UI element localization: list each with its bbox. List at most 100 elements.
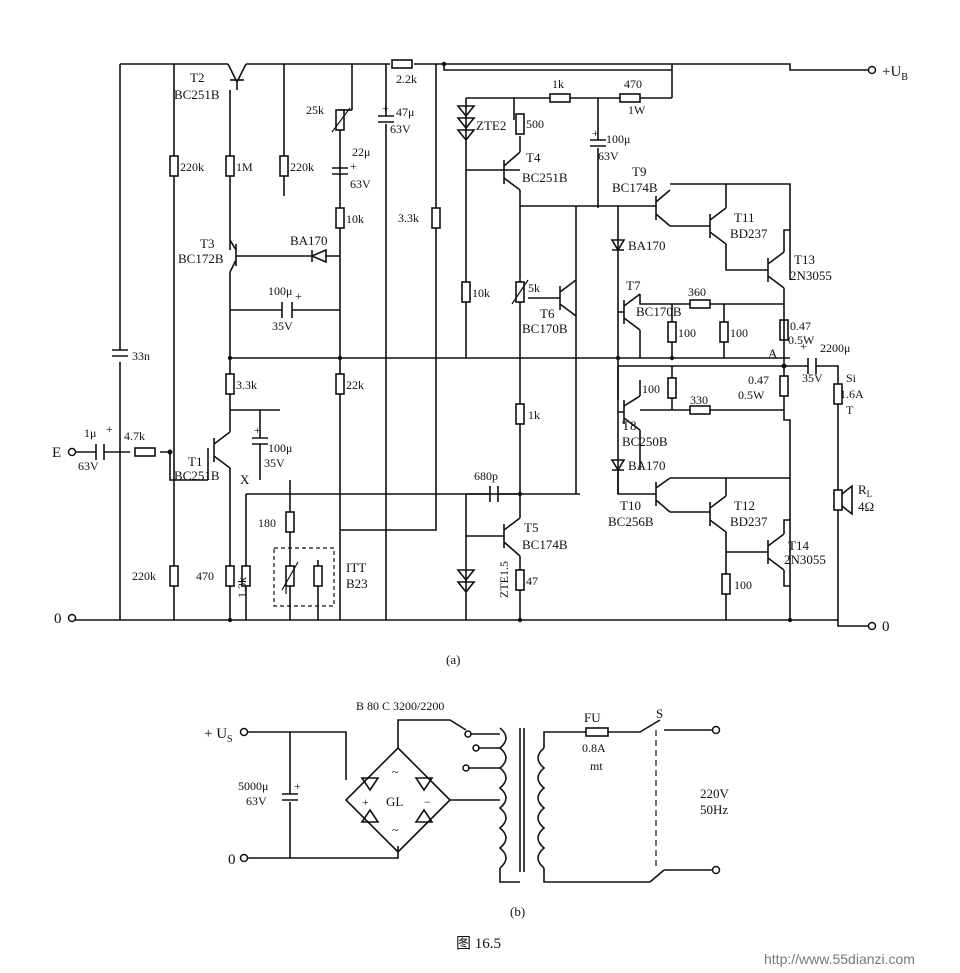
c1u-voltage: 63V — [78, 459, 99, 473]
r047aw-label: 0.5W — [788, 333, 815, 347]
svg-text:T8: T8 — [622, 418, 636, 433]
svg-text:BC256B: BC256B — [608, 514, 654, 529]
mains-terminal-2[interactable] — [711, 865, 721, 875]
resistor-2-2k — [391, 59, 413, 69]
r22k-top-label: 2.2k — [396, 72, 417, 86]
svg-text:BC170B: BC170B — [636, 304, 682, 319]
resistor-1k-mid — [515, 403, 525, 425]
transistor-t5: T5 BC174B — [466, 494, 568, 620]
r220ka-label: 220k — [180, 160, 204, 174]
resistor-47 — [515, 569, 525, 591]
ps-zero-label: 0 — [228, 852, 236, 868]
fuse-t-label: T — [846, 403, 854, 417]
r33kb-label: 3.3k — [398, 211, 419, 225]
c100ua-label: 100μ — [268, 284, 292, 298]
r1ktop-label: 1k — [552, 77, 564, 91]
r4701wb-label: 1W — [628, 103, 646, 117]
r180-label: 180 — [258, 516, 276, 530]
transistor-t4: T4 BC251B — [503, 136, 598, 207]
r500-label: 500 — [526, 117, 544, 131]
svg-text:BC250B: BC250B — [622, 434, 668, 449]
resistor-360 — [689, 299, 711, 309]
resistor-22k — [335, 373, 345, 395]
c100uc-voltage: 35V — [264, 456, 285, 470]
mains-frequency: 50Hz — [700, 802, 728, 817]
resistor-0-47-b — [779, 375, 789, 397]
resistor-itt — [313, 565, 323, 587]
power-supply-circuit: + US 0 + 5000μ 63V B 80 C 3200/2200 GL +… — [204, 699, 730, 919]
resistor-10k-b — [461, 281, 471, 303]
mains-fuse — [585, 727, 609, 737]
ps-cap-voltage: 63V — [246, 794, 267, 808]
sub-a-caption: (a) — [446, 652, 460, 667]
c100ub-voltage: 63V — [598, 149, 619, 163]
ps-zero-terminal[interactable] — [239, 853, 249, 863]
resistor-100-c — [667, 377, 677, 399]
r1kmid-label: 1k — [528, 408, 540, 422]
resistor-220k-b — [279, 155, 289, 177]
rectifier-ref: GL — [386, 794, 403, 809]
r100d-label: 100 — [734, 578, 752, 592]
r47-label: 47 — [526, 574, 538, 588]
r22kmid-label: 22k — [346, 378, 364, 392]
svg-text:+: + — [254, 423, 261, 437]
itt-type-label: B23 — [346, 576, 368, 591]
r13k-label: 1.3k — [235, 577, 249, 598]
mains-voltage: 220V — [700, 786, 730, 801]
r10kb-label: 10k — [472, 286, 490, 300]
svg-text:BC170B: BC170B — [522, 321, 568, 336]
c33n-label: 33n — [132, 349, 150, 363]
ground-terminal-in[interactable] — [67, 613, 77, 623]
ground-terminal-out[interactable] — [867, 621, 877, 631]
switch-ref: S — [656, 706, 663, 721]
resistor-100-d — [721, 573, 731, 595]
supply-terminal[interactable] — [867, 65, 877, 75]
resistor-3-3k-a — [225, 373, 235, 395]
speaker-load: RL 4Ω — [833, 482, 874, 516]
svg-text:BC172B: BC172B — [178, 251, 224, 266]
ba170a-label: BA170 — [290, 233, 328, 248]
r047a-label: 0.47 — [790, 319, 811, 333]
resistor-4-7k — [134, 447, 156, 457]
svg-text:+UB: +UB — [882, 64, 908, 83]
resistor-470-1w — [619, 93, 641, 103]
fuse-rating-label: 1.6A — [840, 387, 864, 401]
c100uc-label: 100μ — [268, 441, 292, 455]
svg-text:T10: T10 — [620, 498, 641, 513]
fuse-type: mt — [590, 759, 603, 773]
svg-text:−: − — [424, 795, 431, 809]
transistor-t6: T6 BC170B — [522, 279, 577, 336]
figure-caption: 图 16.5 — [456, 935, 501, 952]
ground-out-label: 0 — [882, 619, 890, 635]
transistor-t8: T8 BC250B — [618, 380, 668, 449]
mains-terminal-1[interactable] — [711, 725, 721, 735]
svg-text:2N3055: 2N3055 — [784, 552, 826, 567]
r100a-label: 100 — [678, 326, 696, 340]
transformer — [498, 727, 650, 883]
resistor-220k-a — [169, 155, 179, 177]
ps-plus-terminal[interactable] — [239, 727, 249, 737]
transistor-t3: T3 BC172B — [178, 236, 237, 282]
resistor-180 — [285, 511, 295, 533]
c2200u-label: 2200μ — [820, 341, 850, 355]
r470b-label: 470 — [196, 569, 214, 583]
svg-text:+: + — [350, 159, 357, 173]
r047b-label: 0.47 — [748, 373, 769, 387]
input-terminal[interactable] — [67, 447, 77, 457]
ba170b-label: BA170 — [628, 238, 666, 253]
transistor-t12: T12 BD237 — [709, 478, 768, 620]
svg-text:T5: T5 — [524, 520, 538, 535]
itt-label: ITT — [346, 560, 366, 575]
svg-text:~: ~ — [392, 823, 399, 837]
r220kc-label: 220k — [132, 569, 156, 583]
r100b-label: 100 — [730, 326, 748, 340]
svg-text:T1: T1 — [188, 454, 202, 469]
transistor-t13: T13 2N3055 — [767, 229, 832, 306]
svg-text:+: + — [800, 339, 807, 353]
fuse-rating: 0.8A — [582, 741, 606, 755]
transistor-t14: T14 2N3055 — [767, 519, 826, 587]
resistor-1m — [225, 155, 235, 177]
resistor-100-a — [667, 321, 677, 343]
ps-plus-label: + U — [204, 726, 227, 742]
resistor-10k-a — [335, 207, 345, 229]
